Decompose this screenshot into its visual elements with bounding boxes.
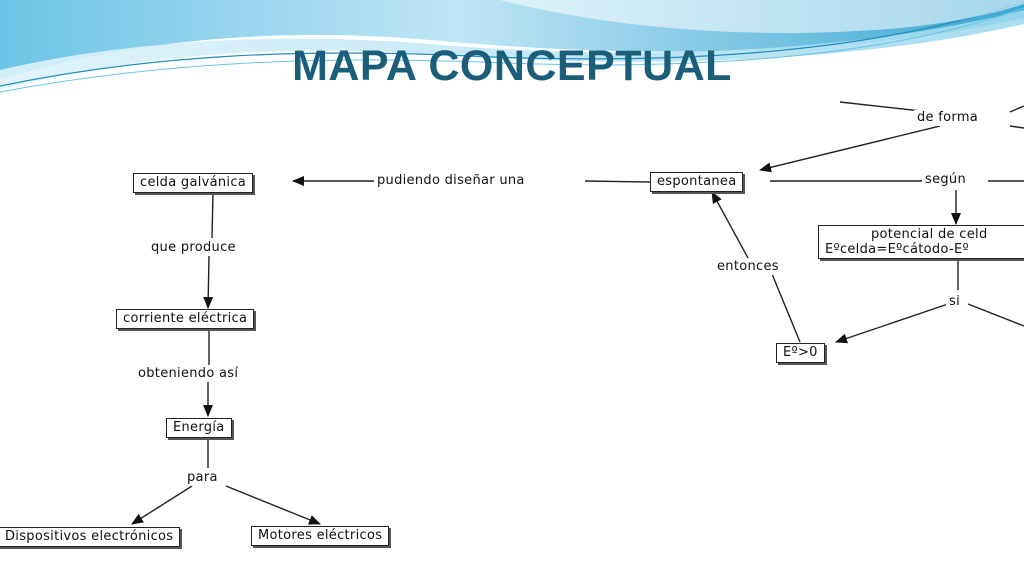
connector-si-right [967,303,1024,327]
connector-para-dispositivos [131,485,193,525]
connector-para-motores [225,485,321,525]
node-espontanea: espontanea [650,172,744,192]
node-motores-electricos: Motores eléctricos [251,526,390,546]
node-e-mayor-cero: Eº>0 [776,343,825,363]
concept-map-connectors [131,101,1024,525]
node-potencial-line2: Eºcelda=Eºcátodo-Eº [825,242,969,257]
header-wave-decoration [0,0,1024,93]
node-potencial-line1: potencial de celd [871,227,988,242]
node-celda-galvanica: celda galvánica [133,173,254,193]
node-corriente-electrica: corriente eléctrica [116,309,255,329]
connector-queproduce-corriente [203,255,214,309]
link-para: para [184,470,221,486]
node-potencial-de-celda: potencial de celd Eºcelda=Eºcátodo-Eº [818,225,1024,259]
connector-deforma-right [1009,125,1024,129]
connector-si-e0 [835,303,949,344]
link-si: si [946,294,963,310]
connector-e0-entonces [771,273,801,343]
connector-entonces-espontanea [711,191,749,259]
link-obteniendo-asi: obteniendo así [135,366,242,382]
node-dispositivos-electronicos: Dispositivos electrónicos [0,527,181,547]
slide-title: MAPA CONCEPTUAL [292,42,732,90]
link-que-produce: que produce [148,240,239,256]
node-energia: Energía [166,418,232,438]
connector-celda-queproduce [211,191,214,239]
connector-top-right [1009,105,1024,113]
concept-map: de forma pudiendo diseñar una según que … [0,100,1024,576]
connector-espontanea-pudiendo [584,180,651,183]
link-pudiendo-disenar-una: pudiendo diseñar una [374,173,528,189]
link-de-forma: de forma [914,110,982,126]
link-entonces: entonces [714,259,782,275]
link-segun: según [922,172,970,188]
connector-deforma-espontanea [759,125,941,173]
